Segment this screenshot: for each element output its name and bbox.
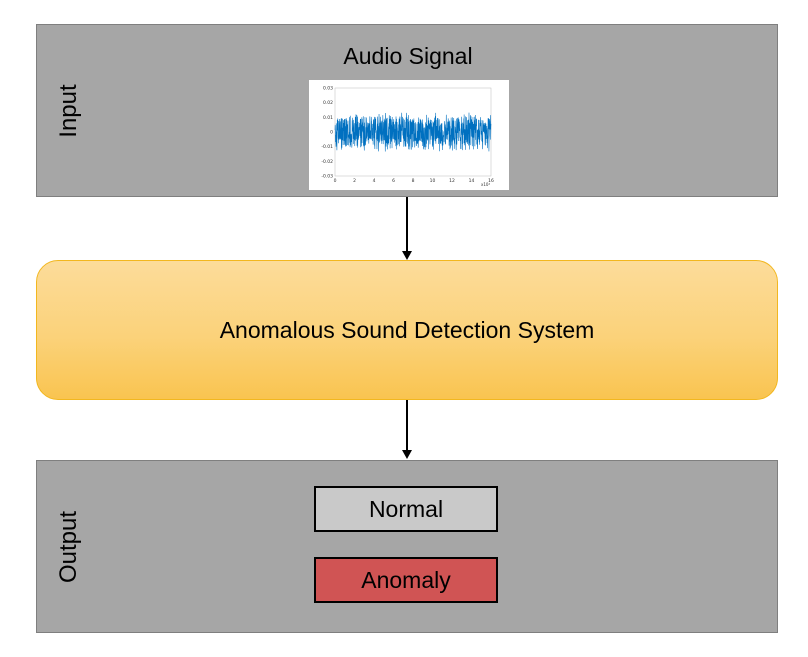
anomaly-class-box: Anomaly bbox=[314, 557, 498, 603]
y-tick-label: 0.03 bbox=[323, 86, 333, 92]
audio-signal-plot: 0.03 0.02 0.01 0 -0.01 -0.02 -0.03 0 2 4 6 8 10 12 14… bbox=[309, 80, 509, 190]
arrow-input-to-system bbox=[406, 197, 408, 252]
x-tick-label: 10 bbox=[430, 178, 436, 184]
detection-system-label: Anomalous Sound Detection System bbox=[219, 316, 595, 343]
y-tick-label: 0.02 bbox=[323, 100, 333, 106]
y-tick-label: 0 bbox=[330, 130, 333, 136]
x-tick-label: 4 bbox=[373, 178, 376, 184]
x-tick-label: 16 bbox=[488, 178, 494, 184]
normal-class-box: Normal bbox=[314, 486, 498, 532]
audio-signal-title: Audio Signal bbox=[343, 43, 473, 69]
x-exponent-label: x10⁴ bbox=[481, 182, 490, 187]
arrow-system-to-output bbox=[406, 400, 408, 451]
y-tick-label: -0.02 bbox=[321, 159, 333, 165]
output-panel: Output Normal Anomaly bbox=[36, 460, 778, 633]
output-label: Output bbox=[55, 510, 82, 584]
y-tick-label: -0.01 bbox=[321, 144, 333, 150]
x-tick-label: 6 bbox=[392, 178, 395, 184]
x-tick-label: 8 bbox=[412, 178, 415, 184]
y-tick-label: 0.01 bbox=[323, 115, 333, 121]
y-tick-label: -0.03 bbox=[321, 174, 333, 180]
x-tick-label: 14 bbox=[469, 178, 475, 184]
x-tick-label: 0 bbox=[334, 178, 337, 184]
x-tick-label: 2 bbox=[353, 178, 356, 184]
detection-system-box: Anomalous Sound Detection System bbox=[36, 260, 778, 400]
arrowhead-system-to-output bbox=[402, 450, 412, 459]
waveform-chart: 0.03 0.02 0.01 0 -0.01 -0.02 -0.03 0 2 4 6 8 10 12 14… bbox=[321, 86, 494, 188]
waveform-line bbox=[334, 112, 492, 152]
x-tick-label: 12 bbox=[449, 178, 455, 184]
arrowhead-input-to-system bbox=[402, 251, 412, 260]
